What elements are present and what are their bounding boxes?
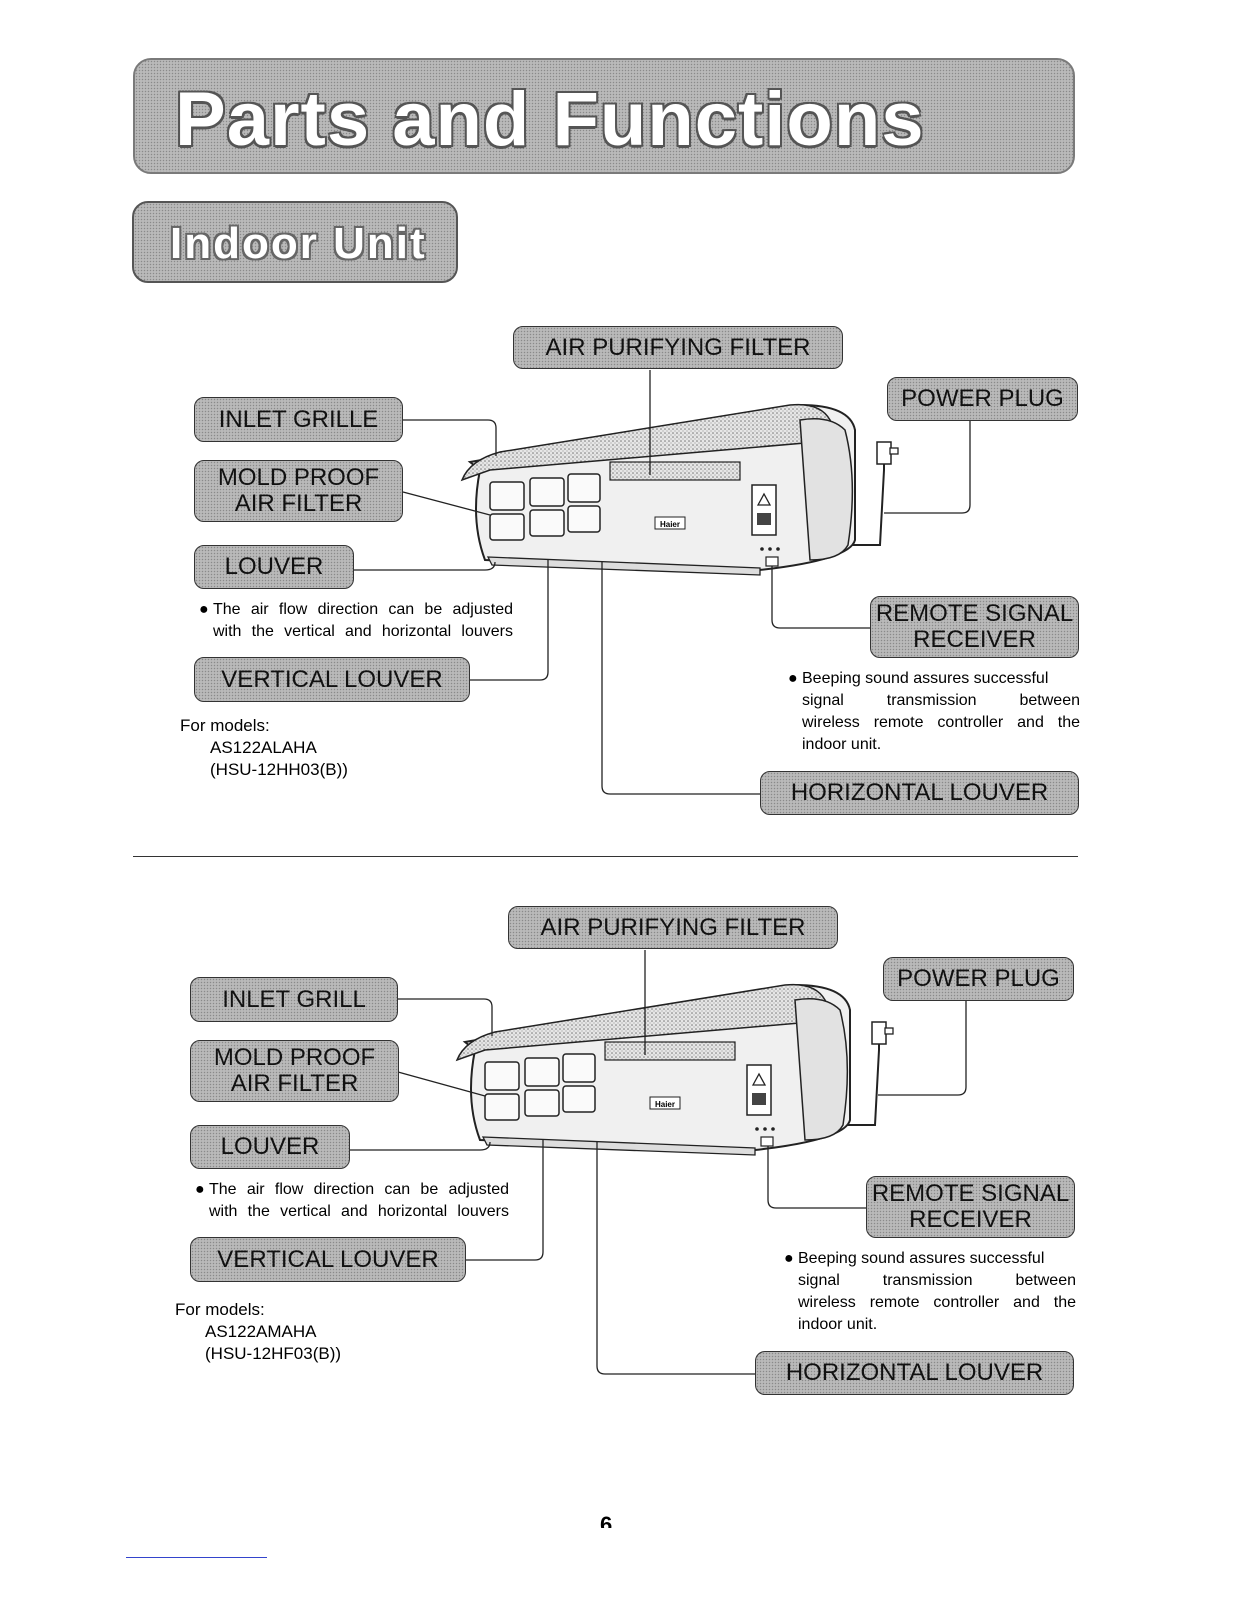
receiver-note-line: indoor unit. <box>798 1316 878 1333</box>
model-number: AS122AMAHA <box>205 1322 317 1341</box>
bullet-icon: ● <box>195 1181 205 1198</box>
receiver-note-line: signal transmission between <box>798 1272 1076 1289</box>
callout-remote-signal-receiver: REMOTE SIGNAL RECEIVER <box>866 1176 1075 1238</box>
receiver-note: ● Beeping sound assures successful signa… <box>788 668 1080 756</box>
main-title-banner: Parts and Functions <box>133 58 1075 174</box>
louver-note-line: The air flow direction can be adjusted <box>209 1181 509 1198</box>
callout-remote-signal-receiver: REMOTE SIGNAL RECEIVER <box>870 596 1079 658</box>
callout-horizontal-louver: HORIZONTAL LOUVER <box>760 771 1079 815</box>
receiver-note: ● Beeping sound assures successful signa… <box>784 1248 1076 1336</box>
louver-note-line: with the vertical and horizontal louvers <box>213 623 513 640</box>
callout-air-purifying-filter: AIR PURIFYING FILTER <box>513 326 843 369</box>
receiver-note-line: wireless remote controller and the <box>798 1294 1076 1311</box>
callout-inlet-grill: INLET GRILL <box>190 977 398 1022</box>
louver-note-line: The air flow direction can be adjusted <box>213 601 513 618</box>
models-block-bottom: For models: AS122AMAHA (HSU-12HF03(B)) <box>175 1299 341 1365</box>
callout-vertical-louver: VERTICAL LOUVER <box>190 1237 466 1282</box>
models-label: For models: <box>175 1300 265 1319</box>
bullet-icon: ● <box>199 601 209 618</box>
callout-vertical-louver: VERTICAL LOUVER <box>194 657 470 702</box>
models-label: For models: <box>180 716 270 735</box>
callout-louver: LOUVER <box>190 1125 350 1169</box>
page-number: 6 <box>600 1512 613 1528</box>
receiver-note-line: Beeping sound assures successful <box>802 670 1049 687</box>
bullet-icon: ● <box>784 1250 794 1267</box>
model-code: (HSU-12HF03(B)) <box>205 1344 342 1363</box>
model-number: AS122ALAHA <box>210 738 317 757</box>
indoor-unit-drawing-bottom <box>456 983 894 1156</box>
page-title: Parts and Functions <box>175 77 925 162</box>
callout-mold-proof-air-filter: MOLD PROOF AIR FILTER <box>190 1040 399 1102</box>
brand-label-top: Haier <box>660 520 680 529</box>
brand-label-bottom: Haier <box>655 1100 675 1109</box>
section-divider <box>133 856 1078 857</box>
callout-inlet-grille: INLET GRILLE <box>194 397 403 442</box>
bottom-link-underline[interactable] <box>126 1557 267 1558</box>
receiver-note-line: indoor unit. <box>802 736 882 753</box>
callout-mold-proof-air-filter: MOLD PROOF AIR FILTER <box>194 460 403 522</box>
models-block-top: For models: AS122ALAHA (HSU-12HH03(B)) <box>180 715 348 781</box>
callout-power-plug: POWER PLUG <box>883 957 1074 1001</box>
callout-horizontal-louver: HORIZONTAL LOUVER <box>755 1351 1074 1395</box>
indoor-unit-drawing-top <box>461 403 899 576</box>
section-title: Indoor Unit <box>170 219 427 268</box>
louver-note: ● The air flow direction can be adjusted… <box>195 1179 509 1223</box>
model-code: (HSU-12HH03(B)) <box>210 760 348 779</box>
louver-note-line: with the vertical and horizontal louvers <box>209 1203 509 1220</box>
receiver-note-line: signal transmission between <box>802 692 1080 709</box>
callout-power-plug: POWER PLUG <box>887 377 1078 421</box>
receiver-note-line: Beeping sound assures successful <box>798 1250 1045 1267</box>
louver-note: ● The air flow direction can be adjusted… <box>199 599 513 643</box>
callout-air-purifying-filter: AIR PURIFYING FILTER <box>508 906 838 949</box>
callout-louver: LOUVER <box>194 545 354 589</box>
bullet-icon: ● <box>788 670 798 687</box>
receiver-note-line: wireless remote controller and the <box>802 714 1080 731</box>
section-title-banner: Indoor Unit <box>132 201 458 283</box>
